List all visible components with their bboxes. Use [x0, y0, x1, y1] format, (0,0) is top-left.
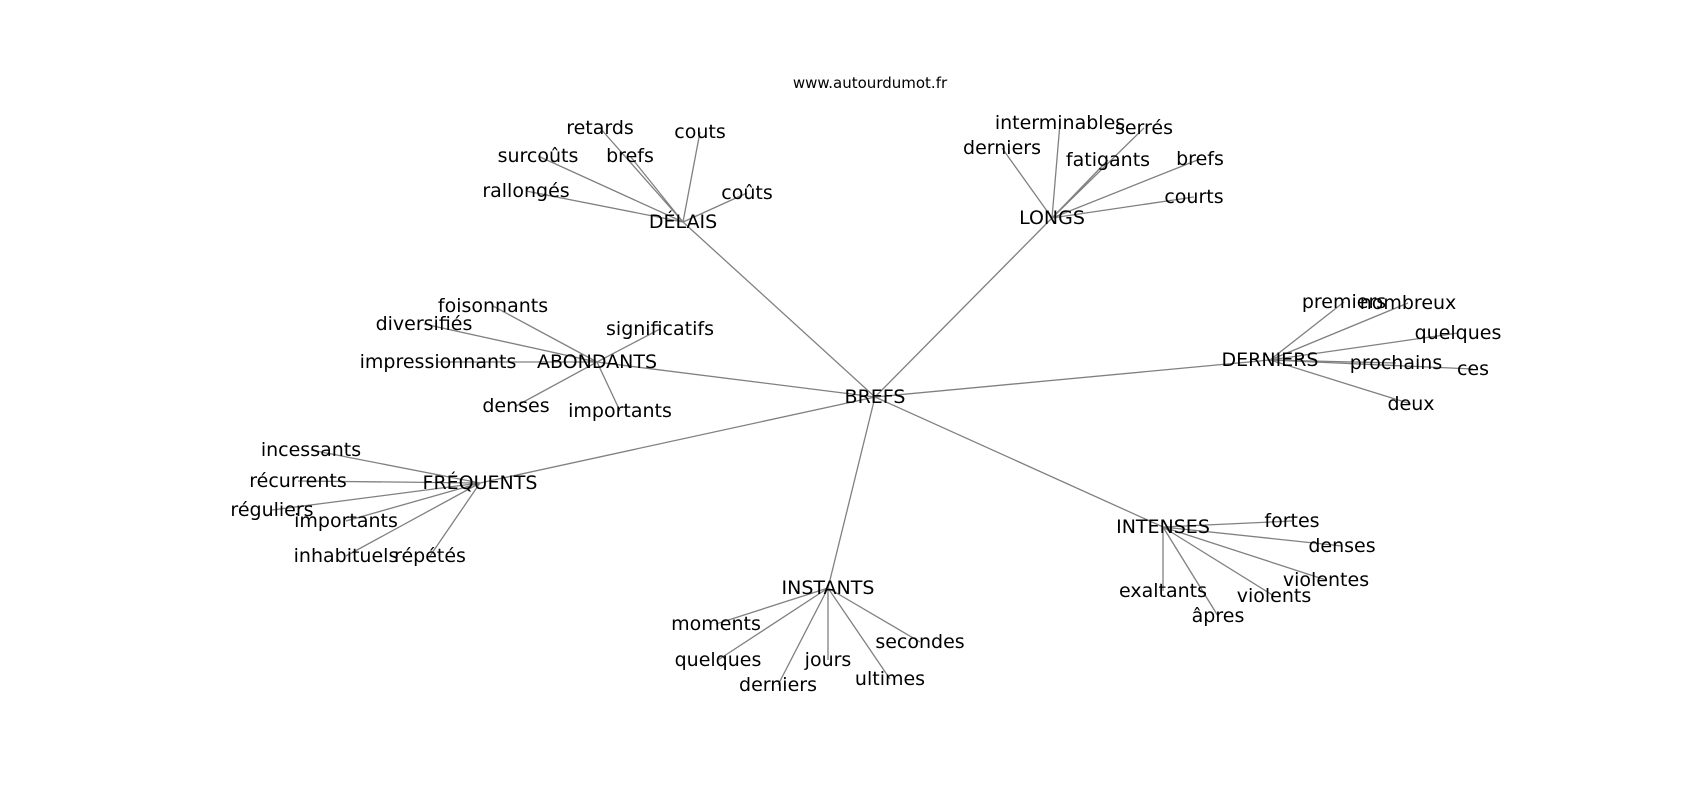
- edge-hub-to-leaf: [1269, 302, 1409, 361]
- hub-node[interactable]: INTENSES: [1116, 516, 1210, 538]
- leaf-node[interactable]: brefs: [1176, 148, 1224, 170]
- edge-hub-to-leaf: [599, 127, 684, 223]
- center-node[interactable]: BREFS: [845, 386, 906, 408]
- leaf-node[interactable]: diversifiés: [376, 313, 473, 335]
- hub-node[interactable]: DÉLAIS: [649, 210, 717, 233]
- leaf-node[interactable]: brefs: [606, 145, 654, 167]
- hub-node[interactable]: ABONDANTS: [537, 351, 657, 373]
- leaf-node[interactable]: quelques: [675, 649, 762, 671]
- edge-hub-to-leaf: [1051, 122, 1061, 219]
- edge-hub-to-leaf: [492, 305, 598, 363]
- edge-hub-to-leaf: [682, 192, 748, 223]
- edge-hub-to-leaf: [629, 155, 684, 223]
- leaf-node[interactable]: quelques: [1415, 322, 1502, 344]
- hub-node[interactable]: INSTANTS: [782, 577, 875, 599]
- hub-node[interactable]: FRÉQUENTS: [423, 471, 538, 494]
- edge-center-to-hub: [874, 359, 1271, 398]
- graph-edges: [271, 122, 1474, 686]
- hub-node[interactable]: DERNIERS: [1222, 349, 1319, 371]
- edge-hub-to-leaf: [345, 482, 481, 522]
- edge-center-to-hub: [874, 217, 1053, 398]
- leaf-node[interactable]: deux: [1387, 393, 1434, 415]
- edge-hub-to-leaf: [1162, 526, 1327, 581]
- leaf-node[interactable]: fatigants: [1066, 149, 1150, 171]
- leaf-node[interactable]: courts: [1164, 186, 1223, 208]
- leaf-node[interactable]: prochains: [1350, 352, 1442, 374]
- edge-hub-to-leaf: [429, 482, 481, 557]
- leaf-node[interactable]: derniers: [963, 137, 1041, 159]
- edge-hub-to-leaf: [1051, 158, 1201, 219]
- edge-hub-to-leaf: [525, 190, 684, 223]
- edge-center-to-hub: [682, 221, 876, 398]
- leaf-node[interactable]: importants: [568, 400, 672, 422]
- edge-hub-to-leaf: [717, 587, 829, 661]
- leaf-node[interactable]: foisonnants: [438, 295, 548, 317]
- edge-hub-to-leaf: [271, 482, 481, 511]
- leaf-node[interactable]: incessants: [261, 439, 361, 461]
- edge-hub-to-leaf: [1162, 526, 1219, 617]
- edge-hub-to-leaf: [1001, 147, 1053, 219]
- edge-hub-to-leaf: [1269, 359, 1412, 405]
- leaf-node[interactable]: serrés: [1115, 117, 1173, 139]
- edge-hub-to-leaf: [297, 480, 481, 484]
- edge-center-to-hub: [479, 396, 876, 484]
- leaf-node[interactable]: couts: [674, 121, 725, 143]
- edge-hub-to-leaf: [1162, 520, 1293, 528]
- edge-hub-to-leaf: [1269, 332, 1459, 361]
- leaf-node[interactable]: ces: [1457, 358, 1489, 380]
- leaf-node[interactable]: rallongés: [482, 180, 569, 202]
- leaf-node[interactable]: importants: [294, 510, 398, 532]
- leaf-node[interactable]: répétés: [394, 545, 466, 567]
- leaf-node[interactable]: violentes: [1283, 569, 1369, 591]
- leaf-node[interactable]: denses: [482, 395, 549, 417]
- edge-hub-to-leaf: [310, 449, 481, 484]
- edge-hub-to-leaf: [1162, 526, 1343, 547]
- leaf-node[interactable]: âpres: [1192, 605, 1245, 627]
- leaf-node[interactable]: récurrents: [249, 470, 347, 492]
- edge-hub-to-leaf: [1162, 526, 1275, 597]
- edge-center-to-hub: [874, 396, 1164, 528]
- edge-hub-to-leaf: [1051, 159, 1109, 219]
- edge-hub-to-leaf: [1269, 359, 1474, 370]
- leaf-node[interactable]: retards: [566, 117, 634, 139]
- leaf-node[interactable]: denses: [1308, 535, 1375, 557]
- leaf-node[interactable]: significatifs: [606, 318, 714, 340]
- source-watermark: www.autourdumot.fr: [793, 74, 948, 92]
- leaf-node[interactable]: surcoûts: [498, 145, 579, 167]
- leaf-node[interactable]: jours: [804, 649, 852, 671]
- edge-hub-to-leaf: [423, 323, 598, 363]
- leaf-node[interactable]: réguliers: [230, 499, 313, 521]
- edge-hub-to-leaf: [827, 587, 891, 680]
- leaf-node[interactable]: secondes: [875, 631, 964, 653]
- leaf-node[interactable]: exaltants: [1119, 580, 1207, 602]
- hub-node[interactable]: LONGS: [1019, 207, 1085, 229]
- leaf-node[interactable]: violents: [1237, 585, 1312, 607]
- edge-hub-to-leaf: [345, 482, 481, 557]
- edge-hub-to-leaf: [537, 155, 684, 223]
- leaf-node[interactable]: impressionnants: [360, 351, 517, 373]
- leaf-node[interactable]: nombreux: [1360, 292, 1457, 314]
- leaf-node[interactable]: ultimes: [855, 668, 925, 690]
- leaf-node[interactable]: inhabituels: [294, 545, 399, 567]
- graph-labels: www.autourdumot.fr BREFS DÉLAIS retards co…: [230, 74, 1501, 696]
- edge-hub-to-leaf: [1269, 301, 1345, 361]
- edge-hub-to-leaf: [596, 361, 621, 412]
- edge-center-to-hub: [827, 396, 876, 589]
- edge-center-to-hub: [596, 361, 876, 398]
- edge-hub-to-leaf: [777, 587, 829, 686]
- edge-hub-to-leaf: [515, 361, 598, 407]
- leaf-node[interactable]: coûts: [721, 182, 772, 204]
- leaf-node[interactable]: premiers: [1302, 291, 1386, 313]
- edge-hub-to-leaf: [1051, 196, 1195, 219]
- edge-hub-to-leaf: [715, 587, 829, 625]
- leaf-node[interactable]: fortes: [1264, 510, 1319, 532]
- leaf-node[interactable]: moments: [671, 613, 761, 635]
- leaf-node[interactable]: interminables: [995, 112, 1125, 134]
- edge-hub-to-leaf: [596, 328, 661, 363]
- leaf-node[interactable]: derniers: [739, 674, 817, 696]
- edge-hub-to-leaf: [827, 587, 921, 643]
- edge-hub-to-leaf: [682, 131, 701, 223]
